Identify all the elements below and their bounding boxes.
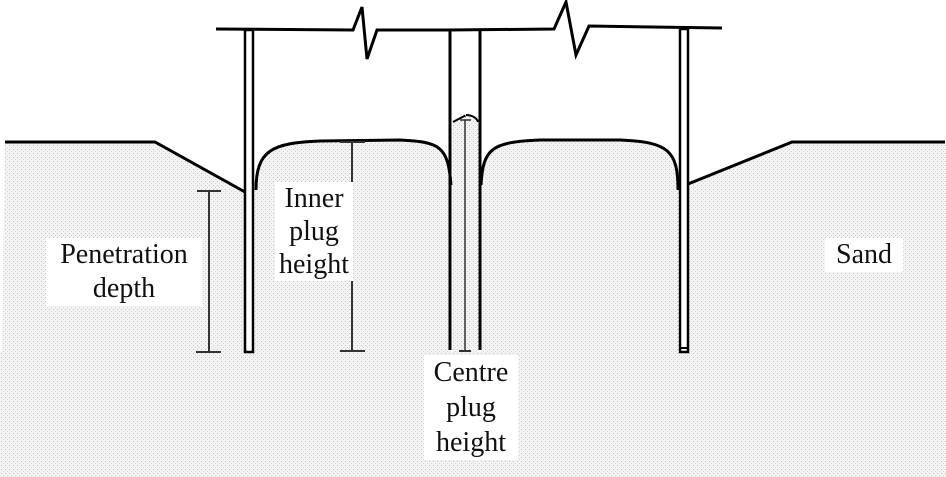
outer-pile-wall-right [678, 27, 690, 354]
ground-surface-left [5, 140, 246, 194]
inner-plug-height-label: Inner plug height [275, 182, 353, 281]
centre-plug-height-label-line-3: height [436, 427, 506, 458]
centre-plug-height-label-line-2: plug [446, 392, 496, 423]
sand-label: Sand [825, 238, 903, 272]
centre-plug-height-label: Centre plug height [424, 355, 518, 460]
ground-surface-right [687, 140, 945, 186]
centre-plug-surface [452, 114, 479, 123]
inner-plug-surface-right [479, 138, 680, 191]
penetration-depth-label: Penetration depth [46, 238, 202, 306]
inner-plug-surface-left [254, 138, 453, 191]
inner-plug-height-label-line-3: height [279, 249, 349, 280]
penetration-depth-label-line-2: depth [92, 273, 156, 304]
outer-pile-wall-left [243, 28, 255, 354]
top-cap-beam [215, 0, 723, 60]
penetration-depth-label-line-1: Penetration [60, 239, 188, 270]
inner-plug-height-label-line-1: Inner [284, 183, 344, 214]
centre-plug-height-label-line-1: Centre [433, 357, 509, 388]
sand-label-text: Sand [836, 239, 892, 270]
inner-plug-height-label-line-2: plug [289, 216, 339, 247]
inner-soil-plug-right [481, 140, 678, 352]
